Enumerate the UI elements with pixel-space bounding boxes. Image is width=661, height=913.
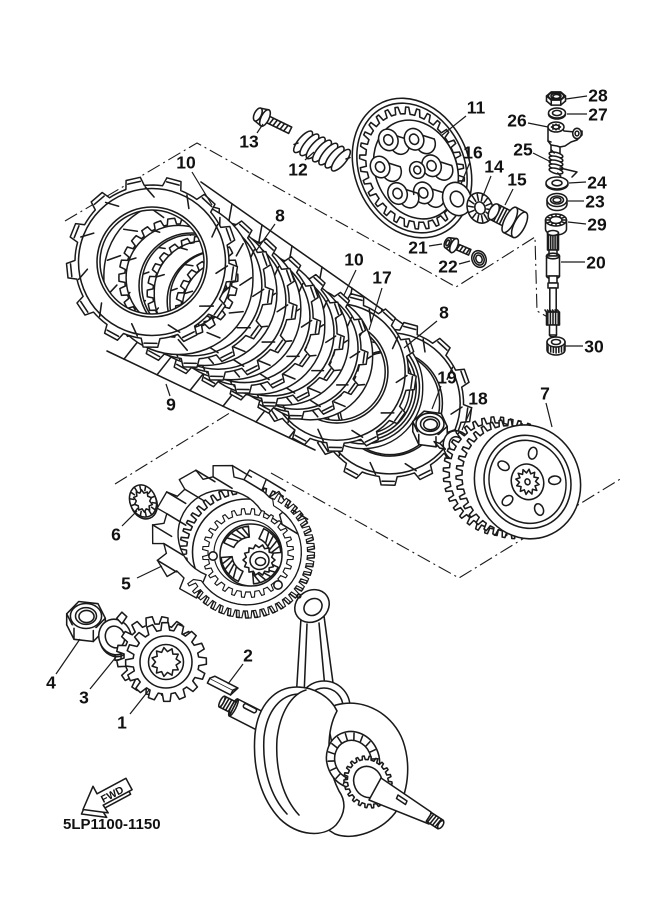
callout-leader-part-10 bbox=[343, 269, 357, 296]
part-13-bolt bbox=[252, 107, 293, 135]
callout-leader-part-21 bbox=[428, 243, 443, 247]
callout-part-23[interactable]: 23 bbox=[585, 192, 605, 212]
callout-part-12[interactable]: 12 bbox=[288, 160, 308, 180]
callout-part-24[interactable]: 24 bbox=[587, 173, 607, 193]
part-24-washer bbox=[545, 176, 569, 191]
part-27-washer bbox=[547, 107, 567, 120]
pressure-plate-boss bbox=[387, 181, 420, 209]
callout-leader-part-8 bbox=[255, 223, 276, 252]
callout-part-22[interactable]: 22 bbox=[438, 257, 458, 277]
callout-part-30[interactable]: 30 bbox=[584, 337, 604, 357]
part-6-lock-washer bbox=[128, 484, 159, 520]
callout-part-14[interactable]: 14 bbox=[484, 157, 504, 177]
callout-part-10[interactable]: 10 bbox=[344, 250, 364, 270]
callout-leader-part-25 bbox=[532, 152, 552, 163]
part-14-thrust-bearing bbox=[466, 192, 494, 224]
callout-part-1[interactable]: 1 bbox=[117, 713, 127, 733]
crankshaft-assembly bbox=[217, 588, 445, 838]
pressure-plate-boss bbox=[403, 127, 437, 155]
part-2-straight-key bbox=[206, 675, 239, 696]
callout-part-28[interactable]: 28 bbox=[588, 86, 608, 106]
callout-leader-part-22 bbox=[458, 260, 471, 265]
fwd-direction-arrow: FWD bbox=[80, 777, 133, 819]
callout-leader-part-17 bbox=[368, 287, 383, 331]
part-19-nut bbox=[411, 410, 449, 448]
part-30-nut bbox=[546, 336, 566, 356]
part-4-nut bbox=[65, 600, 107, 643]
pressure-plate-boss bbox=[421, 154, 454, 181]
part-number-callouts: 1234567889101011121314151617181920212223… bbox=[46, 86, 608, 733]
part-21-screw bbox=[443, 236, 472, 256]
callout-leader-part-11 bbox=[440, 115, 467, 137]
crank-right-shaft bbox=[325, 730, 445, 830]
pressure-plate-boss bbox=[412, 181, 446, 209]
callout-leader-part-28 bbox=[565, 95, 588, 100]
pressure-plate-boss bbox=[369, 155, 403, 183]
callout-part-10[interactable]: 10 bbox=[176, 153, 196, 173]
callout-part-21[interactable]: 21 bbox=[408, 238, 428, 258]
part-26-push-lever bbox=[547, 121, 583, 156]
callout-leader-part-7 bbox=[545, 402, 553, 428]
diagram-code: 5LP1100-1150 bbox=[63, 816, 161, 833]
part-23-seal bbox=[546, 192, 568, 212]
callout-part-9[interactable]: 9 bbox=[166, 395, 176, 415]
callout-leader-part-2 bbox=[227, 663, 244, 685]
callout-part-16[interactable]: 16 bbox=[463, 143, 483, 163]
callout-leader-part-4 bbox=[55, 638, 81, 675]
part-7-clutch-boss bbox=[442, 416, 582, 540]
part-11-pressure-plate bbox=[351, 97, 473, 239]
callout-part-29[interactable]: 29 bbox=[587, 215, 607, 235]
callout-leader-part-6 bbox=[121, 510, 138, 527]
callout-part-19[interactable]: 19 bbox=[437, 368, 457, 388]
part-25-spring bbox=[548, 149, 564, 177]
callout-leader-part-18 bbox=[461, 406, 473, 431]
part-15-push-piece bbox=[487, 203, 529, 239]
callout-leader-part-1 bbox=[129, 689, 150, 715]
callout-leader-part-14 bbox=[482, 175, 492, 197]
part-20-push-rod bbox=[544, 229, 561, 338]
callout-leader-part-5 bbox=[136, 565, 163, 579]
callout-part-27[interactable]: 27 bbox=[588, 105, 607, 125]
callout-leader-part-16 bbox=[460, 161, 471, 185]
callout-part-18[interactable]: 18 bbox=[468, 389, 488, 409]
part-12-clutch-spring bbox=[292, 130, 352, 172]
callout-leader-part-15 bbox=[504, 188, 514, 206]
callout-part-15[interactable]: 15 bbox=[507, 170, 527, 190]
callout-part-5[interactable]: 5 bbox=[121, 574, 131, 594]
callout-part-7[interactable]: 7 bbox=[540, 384, 550, 404]
callout-part-11[interactable]: 11 bbox=[467, 98, 486, 118]
callout-part-2[interactable]: 2 bbox=[243, 646, 253, 666]
callout-part-25[interactable]: 25 bbox=[513, 140, 533, 160]
callout-part-20[interactable]: 20 bbox=[586, 253, 606, 273]
callout-leader-part-29 bbox=[567, 221, 587, 225]
callout-part-6[interactable]: 6 bbox=[111, 525, 121, 545]
callout-leader-part-24 bbox=[568, 181, 587, 184]
callout-leader-part-13 bbox=[256, 123, 264, 134]
callout-leader-part-9 bbox=[165, 383, 171, 397]
callout-part-17[interactable]: 17 bbox=[372, 268, 391, 288]
part-10-friction-plate-a bbox=[65, 176, 239, 349]
callout-part-8[interactable]: 8 bbox=[275, 206, 285, 226]
part-22-washer bbox=[470, 249, 488, 269]
callout-part-26[interactable]: 26 bbox=[507, 111, 527, 131]
part-1-primary-drive-gear bbox=[116, 616, 208, 703]
callout-leader-part-3 bbox=[89, 656, 117, 690]
callout-leader-part-10 bbox=[191, 171, 213, 206]
callout-part-3[interactable]: 3 bbox=[79, 688, 89, 708]
part-16-thrust-washer bbox=[441, 181, 473, 217]
parts-artwork bbox=[65, 91, 583, 838]
callout-leader-part-8 bbox=[403, 320, 438, 349]
callout-part-8[interactable]: 8 bbox=[439, 303, 449, 323]
callout-leader-part-26 bbox=[527, 122, 549, 128]
callout-part-13[interactable]: 13 bbox=[239, 132, 259, 152]
part-5-clutch-housing bbox=[151, 464, 316, 619]
callout-leader-part-19 bbox=[431, 385, 442, 410]
callout-part-4[interactable]: 4 bbox=[46, 673, 56, 693]
callout-leader-part-12 bbox=[304, 151, 315, 161]
part-28-nut bbox=[545, 91, 567, 106]
